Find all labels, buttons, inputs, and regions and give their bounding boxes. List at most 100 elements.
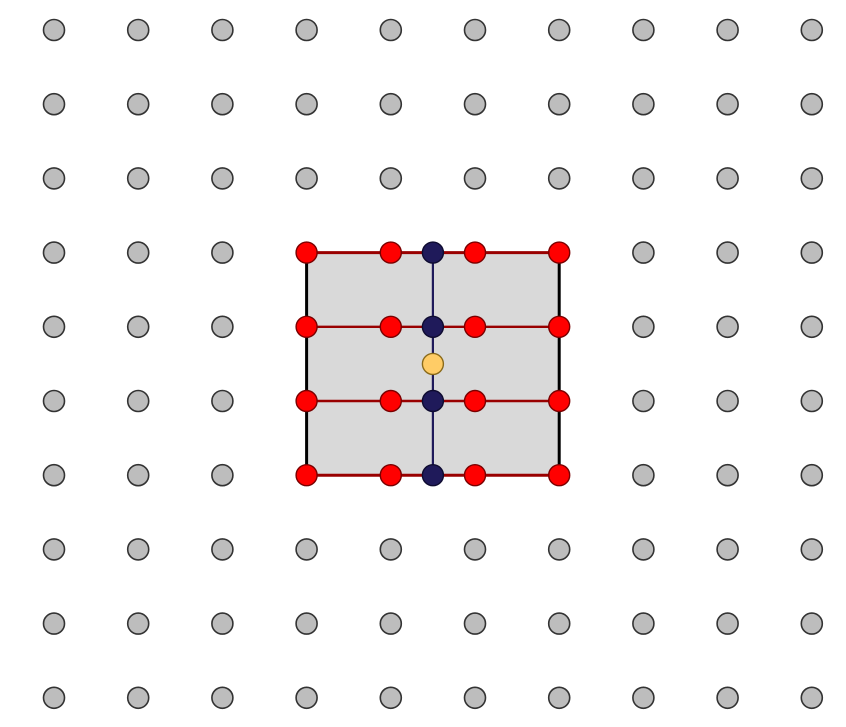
grid-dot-r8-c3 xyxy=(295,612,318,635)
grid-dot-r1-c7 xyxy=(632,92,655,116)
grid-dot-r4-c1 xyxy=(126,315,150,339)
grid-dot-r9-c6 xyxy=(547,686,571,710)
red-point-r4-c6 xyxy=(548,315,571,338)
red-point-r5-c3 xyxy=(295,389,318,413)
grid-dot-r2-c9 xyxy=(800,167,824,190)
grid-dot-r0-c7 xyxy=(632,18,655,42)
grid-dot-r0-c8 xyxy=(716,18,739,42)
grid-dots-layer xyxy=(42,18,824,710)
grid-dot-r1-c5 xyxy=(463,92,487,116)
red-point-r5-c6 xyxy=(548,389,571,413)
grid-dot-r7-c9 xyxy=(800,538,824,561)
grid-dot-r8-c1 xyxy=(126,612,150,635)
grid-dot-r2-c8 xyxy=(716,167,739,190)
grid-dot-r7-c3 xyxy=(295,538,318,561)
grid-dot-r7-c5 xyxy=(463,538,487,561)
grid-dot-r9-c4 xyxy=(379,686,403,710)
grid-dot-r5-c8 xyxy=(716,389,739,413)
blue-point-r6 xyxy=(421,464,445,487)
grid-dot-r6-c8 xyxy=(716,463,739,487)
grid-dot-r1-c2 xyxy=(211,92,234,116)
red-point-r4-c4 xyxy=(379,315,402,338)
grid-dot-r3-c9 xyxy=(800,241,824,264)
grid-dot-r9-c5 xyxy=(463,686,487,710)
grid-dot-r8-c7 xyxy=(632,612,655,635)
grid-dot-r6-c2 xyxy=(211,463,234,487)
grid-dot-r0-c1 xyxy=(126,18,150,42)
grid-dot-r5-c2 xyxy=(211,389,234,413)
grid-dot-r2-c7 xyxy=(632,167,655,190)
grid-dot-r0-c4 xyxy=(379,18,403,42)
red-point-r6-c6 xyxy=(548,464,571,487)
red-point-r3-c3 xyxy=(295,241,318,264)
grid-dot-r2-c0 xyxy=(42,167,66,190)
blue-point-r4 xyxy=(421,315,445,338)
center-point xyxy=(421,352,445,376)
grid-dot-r1-c1 xyxy=(126,92,150,116)
grid-dot-r3-c1 xyxy=(126,241,150,264)
red-point-r6-c3 xyxy=(295,464,318,487)
grid-dot-r7-c6 xyxy=(547,538,571,561)
grid-dot-r1-c6 xyxy=(547,92,571,116)
grid-dot-r4-c0 xyxy=(42,315,66,339)
grid-dot-r9-c0 xyxy=(42,686,66,710)
grid-dot-r6-c9 xyxy=(800,463,824,487)
grid-dot-r2-c4 xyxy=(379,167,403,190)
grid-dot-r8-c5 xyxy=(463,612,487,635)
grid-dot-r0-c6 xyxy=(547,18,571,42)
grid-dot-r1-c8 xyxy=(716,92,739,116)
grid-dot-r0-c0 xyxy=(42,18,66,42)
grid-dot-r9-c1 xyxy=(126,686,150,710)
grid-dot-r6-c0 xyxy=(42,463,66,487)
grid-dot-r8-c4 xyxy=(379,612,403,635)
grid-dot-r3-c0 xyxy=(42,241,66,264)
red-point-r3-c5 xyxy=(463,241,487,264)
grid-dot-r4-c8 xyxy=(716,315,739,339)
grid-dot-r7-c2 xyxy=(211,538,234,561)
grid-dot-r4-c2 xyxy=(211,315,234,339)
grid-dot-r7-c8 xyxy=(716,538,739,561)
grid-dot-r2-c6 xyxy=(547,167,571,190)
grid-dot-r4-c7 xyxy=(632,315,655,339)
grid-dot-r7-c4 xyxy=(379,538,403,561)
grid-dot-r6-c7 xyxy=(632,463,655,487)
grid-dot-r8-c0 xyxy=(42,612,66,635)
grid-dot-r5-c0 xyxy=(42,389,66,413)
grid-dot-r8-c6 xyxy=(547,612,571,635)
grid-dot-r1-c9 xyxy=(800,92,824,116)
grid-dot-r8-c2 xyxy=(211,612,234,635)
grid-dot-r1-c4 xyxy=(379,92,403,116)
grid-dot-r0-c9 xyxy=(800,18,824,42)
blue-point-r3 xyxy=(421,241,445,264)
grid-dot-r3-c2 xyxy=(211,241,234,264)
blue-point-r5 xyxy=(421,389,445,413)
grid-dot-r9-c8 xyxy=(716,686,739,710)
grid-dot-r2-c5 xyxy=(463,167,487,190)
red-point-r6-c5 xyxy=(463,464,487,487)
grid-dot-r3-c8 xyxy=(716,241,739,264)
highlighted-points-layer xyxy=(295,241,571,487)
red-point-r3-c6 xyxy=(548,241,571,264)
grid-dot-r1-c3 xyxy=(295,92,318,116)
red-point-r5-c4 xyxy=(379,389,402,413)
grid-dot-r5-c1 xyxy=(126,389,150,413)
grid-dot-r7-c7 xyxy=(632,538,655,561)
grid-dot-r2-c3 xyxy=(295,167,318,190)
grid-dot-r7-c1 xyxy=(126,538,150,561)
grid-dot-r5-c9 xyxy=(800,389,824,413)
red-point-r4-c5 xyxy=(463,315,487,338)
red-point-r3-c4 xyxy=(379,241,402,264)
red-point-r5-c5 xyxy=(463,389,487,413)
grid-dot-r9-c7 xyxy=(632,686,655,710)
grid-dot-r6-c1 xyxy=(126,463,150,487)
grid-dot-r4-c9 xyxy=(800,315,824,339)
grid-dot-r0-c3 xyxy=(295,18,318,42)
grid-dot-r2-c2 xyxy=(211,167,234,190)
grid-dot-r8-c8 xyxy=(716,612,739,635)
grid-dot-r9-c9 xyxy=(800,686,824,710)
grid-dot-r0-c2 xyxy=(211,18,234,42)
grid-dot-r1-c0 xyxy=(42,92,66,116)
grid-dot-r7-c0 xyxy=(42,538,66,561)
grid-dot-r5-c7 xyxy=(632,389,655,413)
